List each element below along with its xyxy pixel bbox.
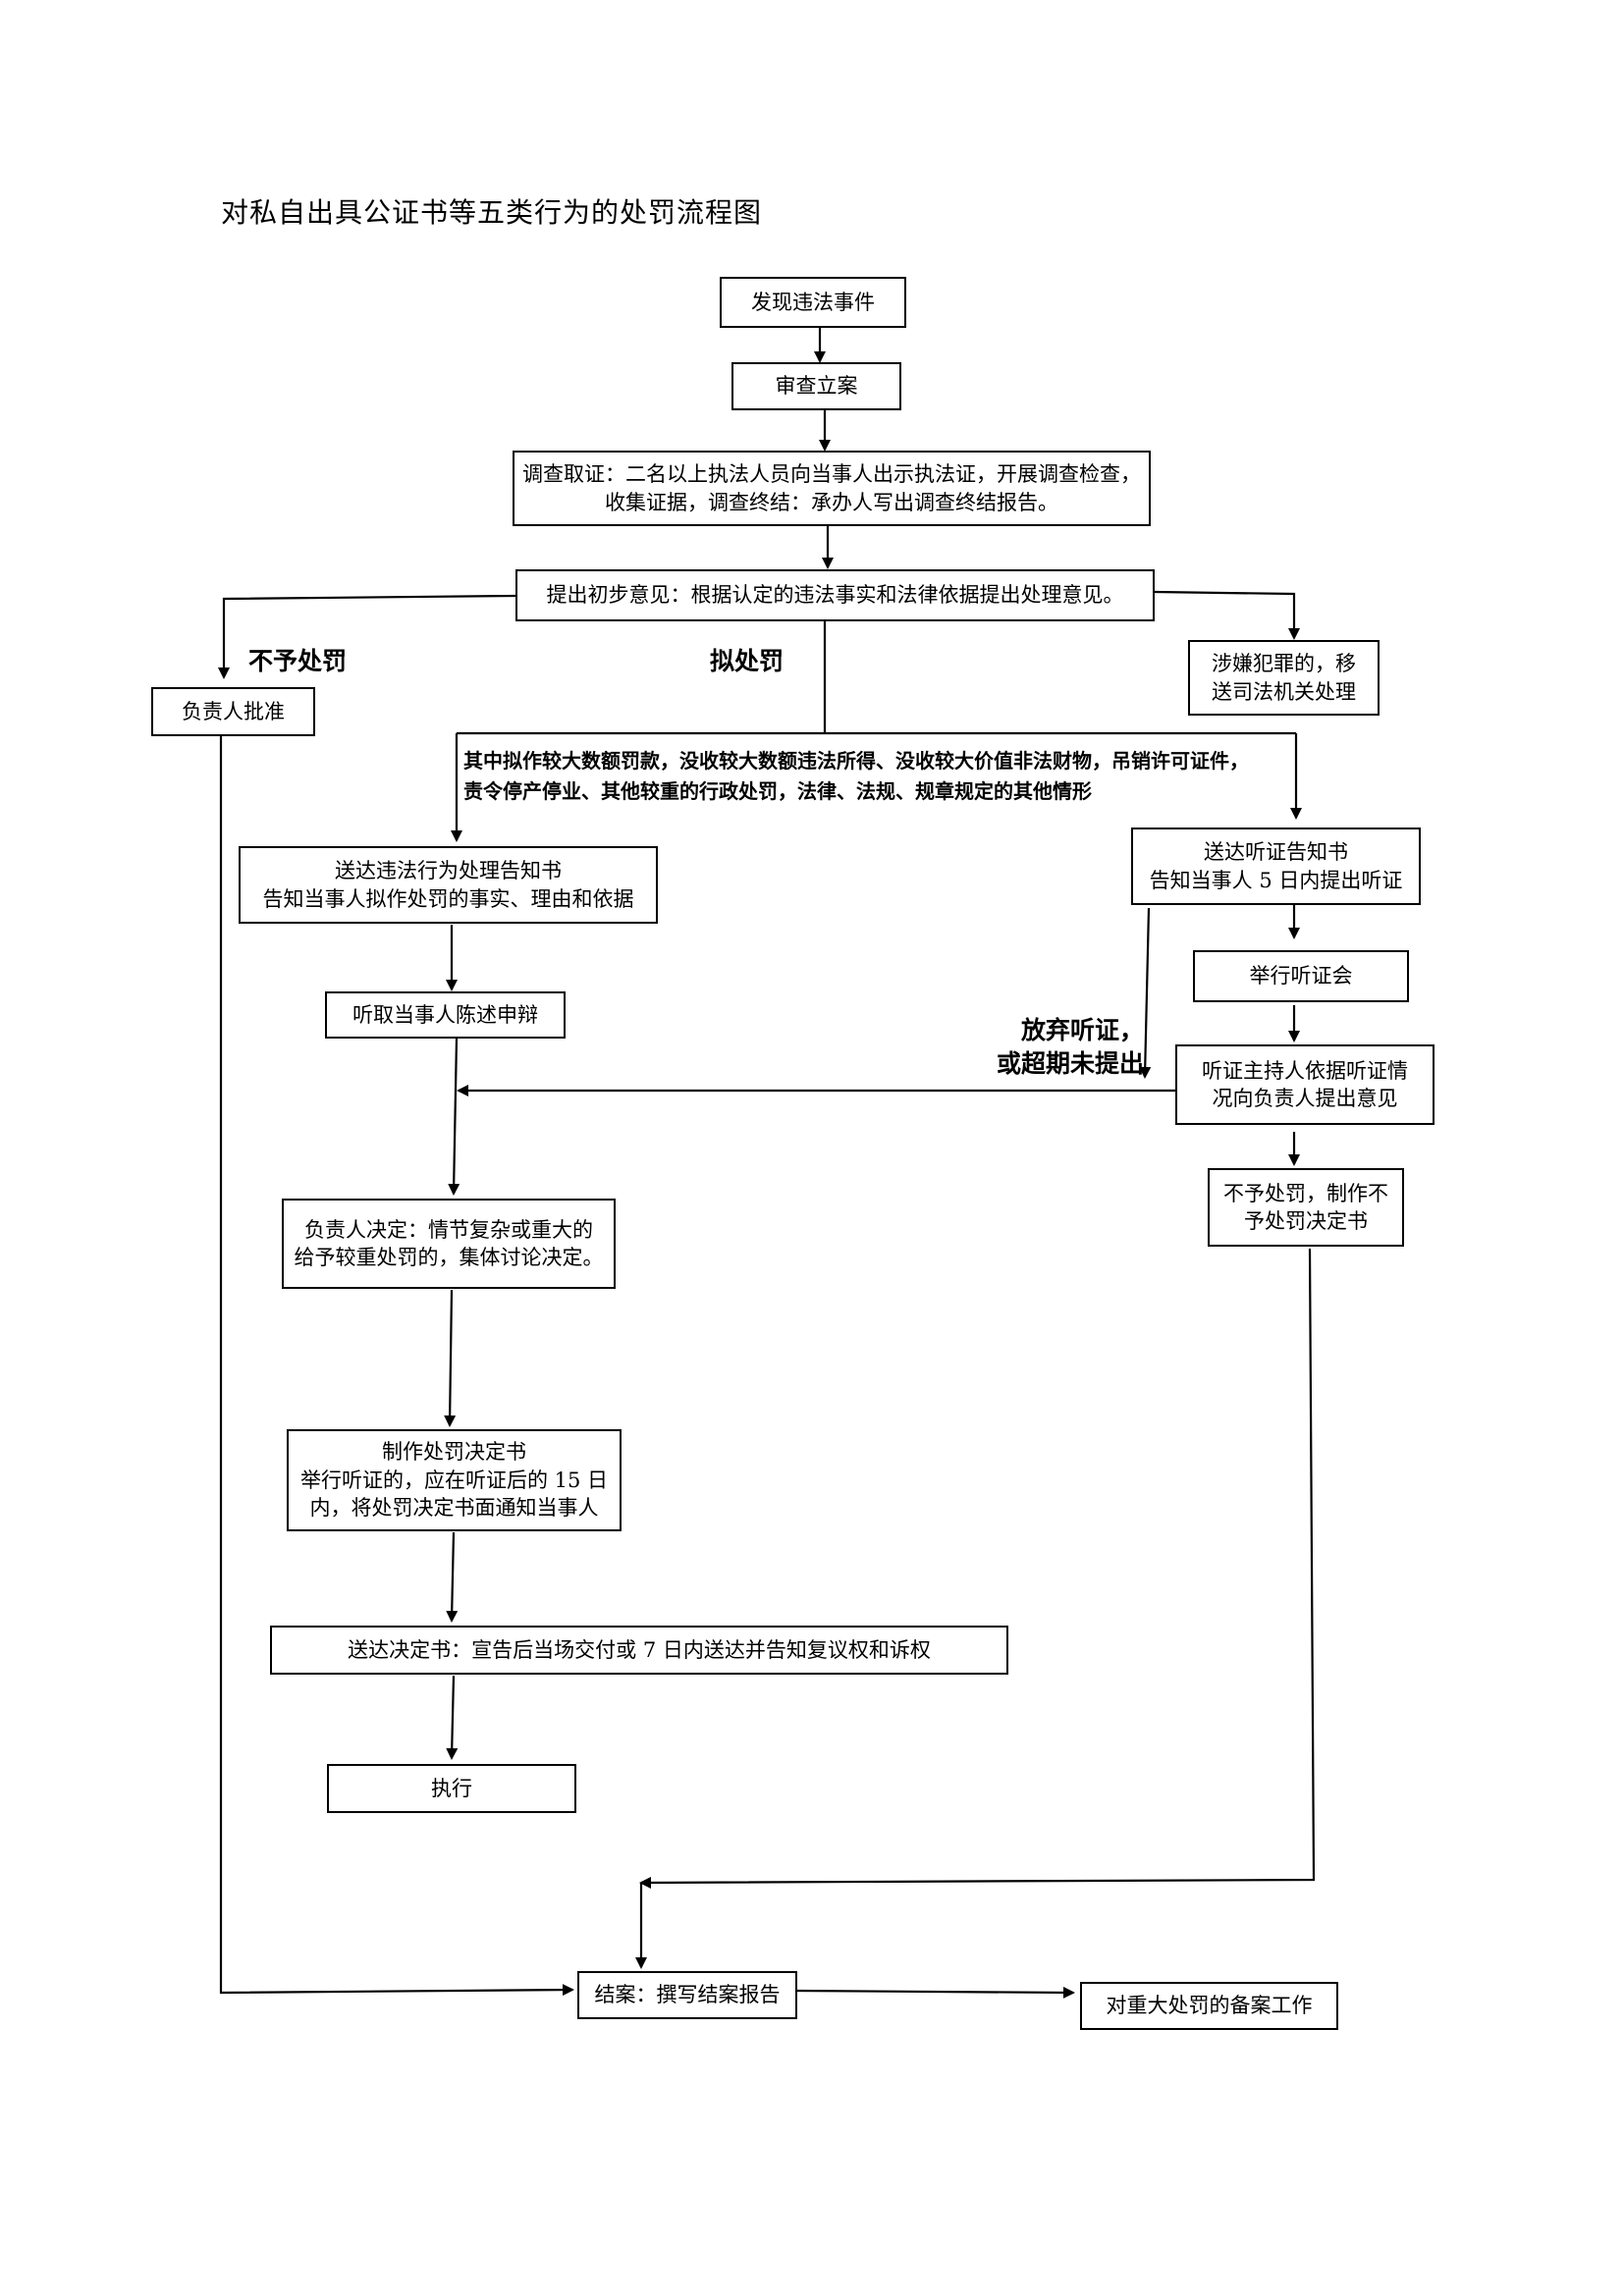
condition-line-1: 其中拟作较大数额罚款，没收较大数额违法所得、没收较大价值非法财物，吊销许可证件，: [463, 749, 1249, 773]
preliminary-opinion-box: 提出初步意见：根据认定的违法事实和法律依据提出处理意见。: [515, 569, 1155, 621]
close-case-box: 结案：撰写结案报告: [577, 1971, 797, 2019]
hearing-meeting-text: 举行听证会: [1249, 964, 1353, 988]
transfer-line-2: 送司法机关处理: [1212, 679, 1356, 704]
case-register-box: 审查立案: [731, 362, 901, 410]
hearing-host-line-2: 况向负责人提出意见: [1212, 1087, 1398, 1110]
no-penalty-line-1: 不予处罚，制作不: [1223, 1181, 1388, 1205]
record-filing-text: 对重大处罚的备案工作: [1106, 1994, 1313, 2018]
deliver-decision-box: 送达决定书：宣告后当场交付或 7 日内送达并告知复议权和诉权: [270, 1626, 1008, 1675]
execute-box: 执行: [327, 1764, 576, 1813]
page-title: 对私自出具公证书等五类行为的处罚流程图: [221, 196, 763, 229]
approve-text: 负责人批准: [182, 699, 285, 723]
violation-notice-line-2: 告知当事人拟作处罚的事实、理由和依据: [262, 886, 634, 911]
transfer-judicial-box: 涉嫌犯罪的，移 送司法机关处理: [1188, 640, 1380, 716]
hearing-notice-line-1: 送达听证告知书: [1204, 840, 1348, 865]
violation-notice-line-1: 送达违法行为处理告知书: [335, 859, 562, 883]
penalty-decision-line-1: 制作处罚决定书: [382, 1440, 526, 1465]
label-waive-hearing: 放弃听证， 或超期未提出: [977, 1014, 1144, 1081]
no-penalty-box: 不予处罚，制作不 予处罚决定书: [1208, 1168, 1404, 1247]
hearing-host-line-1: 听证主持人依据听证情: [1202, 1058, 1408, 1083]
listen-statement-box: 听取当事人陈述申辩: [325, 991, 566, 1039]
listen-statement-text: 听取当事人陈述申辩: [352, 1002, 538, 1027]
condition-line-2: 责令停产停业、其他较重的行政处罚，法律、法规、规章规定的其他情形: [463, 779, 1092, 803]
label-propose-punishment: 拟处罚: [710, 647, 785, 675]
label-heavy-penalty-condition: 其中拟作较大数额罚款，没收较大数额违法所得、没收较大价值非法财物，吊销许可证件，…: [463, 746, 1249, 807]
leader-decision-box: 负责人决定：情节复杂或重大的 给予较重处罚的，集体讨论决定。: [282, 1199, 616, 1289]
record-filing-box: 对重大处罚的备案工作: [1080, 1982, 1338, 2030]
leader-decision-line-1: 负责人决定：情节复杂或重大的: [304, 1217, 593, 1242]
penalty-decision-line-3: 内，将处罚决定书面通知当事人: [309, 1496, 599, 1521]
no-penalty-line-2: 予处罚决定书: [1244, 1209, 1368, 1233]
preliminary-opinion-text: 提出初步意见：根据认定的违法事实和法律依据提出处理意见。: [546, 583, 1124, 608]
discover-violation-box: 发现违法事件: [720, 277, 906, 328]
hearing-notice-line-2: 告知当事人 5 日内提出听证: [1149, 868, 1403, 892]
investigation-box: 调查取证：二名以上执法人员向当事人出示执法证，开展调查检查， 收集证据，调查终结…: [513, 451, 1151, 526]
label-no-punishment: 不予处罚: [248, 647, 348, 675]
investigation-line-2: 收集证据，调查终结：承办人写出调查终结报告。: [605, 490, 1058, 514]
investigation-line-1: 调查取证：二名以上执法人员向当事人出示执法证，开展调查检查，: [522, 462, 1141, 487]
penalty-decision-line-2: 举行听证的，应在听证后的 15 日: [299, 1468, 609, 1492]
approve-box: 负责人批准: [151, 687, 315, 736]
violation-notice-box: 送达违法行为处理告知书 告知当事人拟作处罚的事实、理由和依据: [239, 846, 658, 924]
close-case-text: 结案：撰写结案报告: [594, 1983, 781, 2007]
hearing-meeting-box: 举行听证会: [1193, 950, 1409, 1002]
hearing-notice-box: 送达听证告知书 告知当事人 5 日内提出听证: [1131, 828, 1421, 905]
execute-text: 执行: [431, 1776, 472, 1800]
penalty-decision-box: 制作处罚决定书 举行听证的，应在听证后的 15 日 内，将处罚决定书面通知当事人: [287, 1429, 622, 1531]
leader-decision-line-2: 给予较重处罚的，集体讨论决定。: [294, 1246, 604, 1269]
transfer-line-1: 涉嫌犯罪的，移: [1212, 652, 1356, 676]
case-register-text: 审查立案: [775, 374, 858, 399]
discover-violation-text: 发现违法事件: [751, 290, 875, 314]
deliver-decision-text: 送达决定书：宣告后当场交付或 7 日内送达并告知复议权和诉权: [348, 1637, 931, 1662]
hearing-host-box: 听证主持人依据听证情 况向负责人提出意见: [1175, 1044, 1435, 1125]
waive-line-2: 或超期未提出: [996, 1048, 1144, 1078]
waive-line-1: 放弃听证，: [1020, 1016, 1144, 1044]
